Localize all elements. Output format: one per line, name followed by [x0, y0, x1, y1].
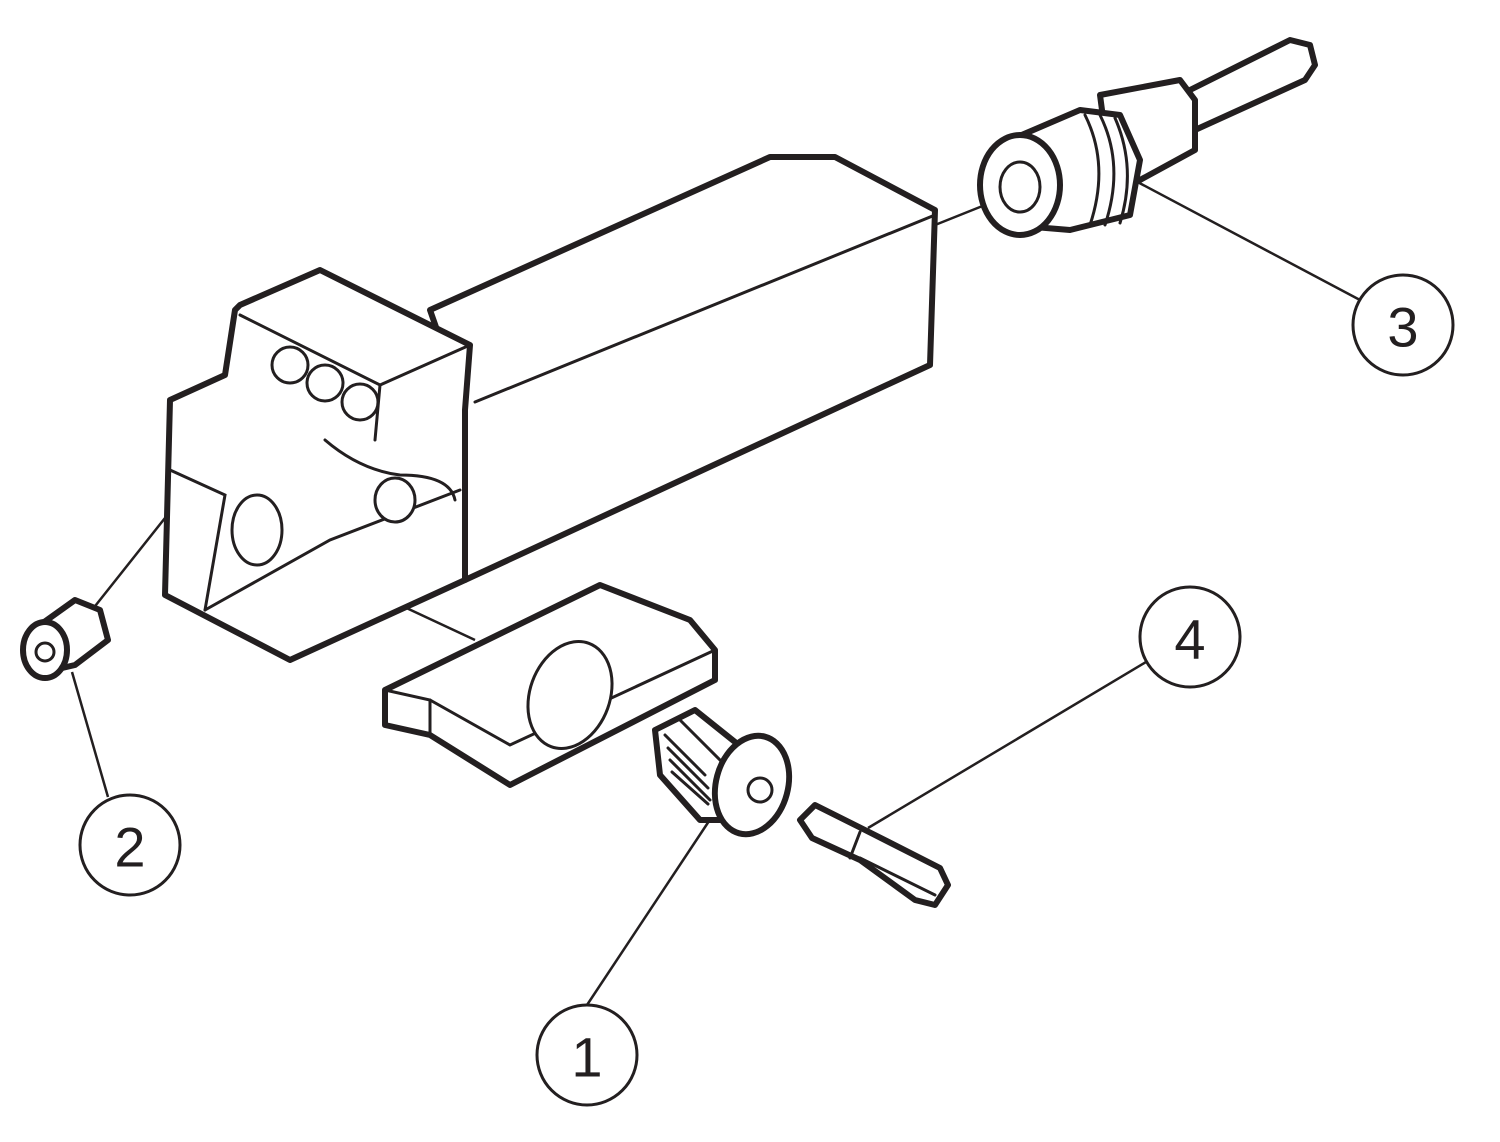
nozzle-face [977, 132, 1063, 238]
leader-line-3 [1129, 176, 1361, 302]
set-screw [20, 597, 111, 681]
coolant-hole-2 [305, 363, 345, 403]
callout-3: 3 [1351, 273, 1455, 377]
tool-holder [162, 154, 938, 663]
plate-bore [526, 640, 614, 750]
callout-label-1: 1 [571, 1026, 602, 1089]
holder-shank [427, 154, 938, 583]
plate-hole [230, 493, 284, 567]
axis-line-3 [934, 203, 986, 227]
callout-label-4: 4 [1174, 608, 1205, 671]
head-groove [323, 438, 457, 502]
screw-hole [373, 476, 417, 524]
shank-edge [473, 213, 937, 404]
plate-edge [383, 648, 717, 747]
coolant-hole-3 [340, 382, 380, 422]
holder-head [162, 267, 473, 663]
leader-line-1 [585, 811, 717, 1006]
callout-label-3: 3 [1387, 296, 1418, 359]
callout-circle [78, 793, 182, 897]
nozzle-socket-icon [998, 160, 1042, 214]
callout-circle [1138, 585, 1242, 689]
key-body [797, 802, 951, 908]
key-edge [848, 830, 862, 860]
leader-line-2 [70, 671, 110, 798]
clamp-screw [652, 707, 793, 838]
nozzle-thread-lines [1083, 113, 1129, 227]
thread-lines [663, 718, 727, 806]
callout-circle [1351, 273, 1455, 377]
torx-socket-icon [746, 776, 774, 804]
screw-head [711, 732, 793, 838]
callout-label-2: 2 [114, 816, 145, 879]
key-hex-edge [858, 856, 937, 897]
head-edge [373, 383, 382, 442]
coolant-nozzle [977, 37, 1318, 238]
torx-key [797, 802, 951, 908]
head-seat-edge [203, 488, 462, 612]
callout-4: 4 [1138, 585, 1242, 689]
callout-1: 1 [535, 1003, 639, 1107]
nozzle-pin [1177, 37, 1318, 133]
callout-circle [535, 1003, 639, 1107]
hex-socket-icon [34, 641, 56, 663]
callout-2: 2 [78, 793, 182, 897]
coolant-hole-1 [270, 345, 310, 385]
head-face-edge [168, 468, 227, 612]
leader-line-4 [867, 660, 1147, 830]
set-screw-end [20, 619, 70, 681]
clamp-plate [382, 582, 718, 788]
